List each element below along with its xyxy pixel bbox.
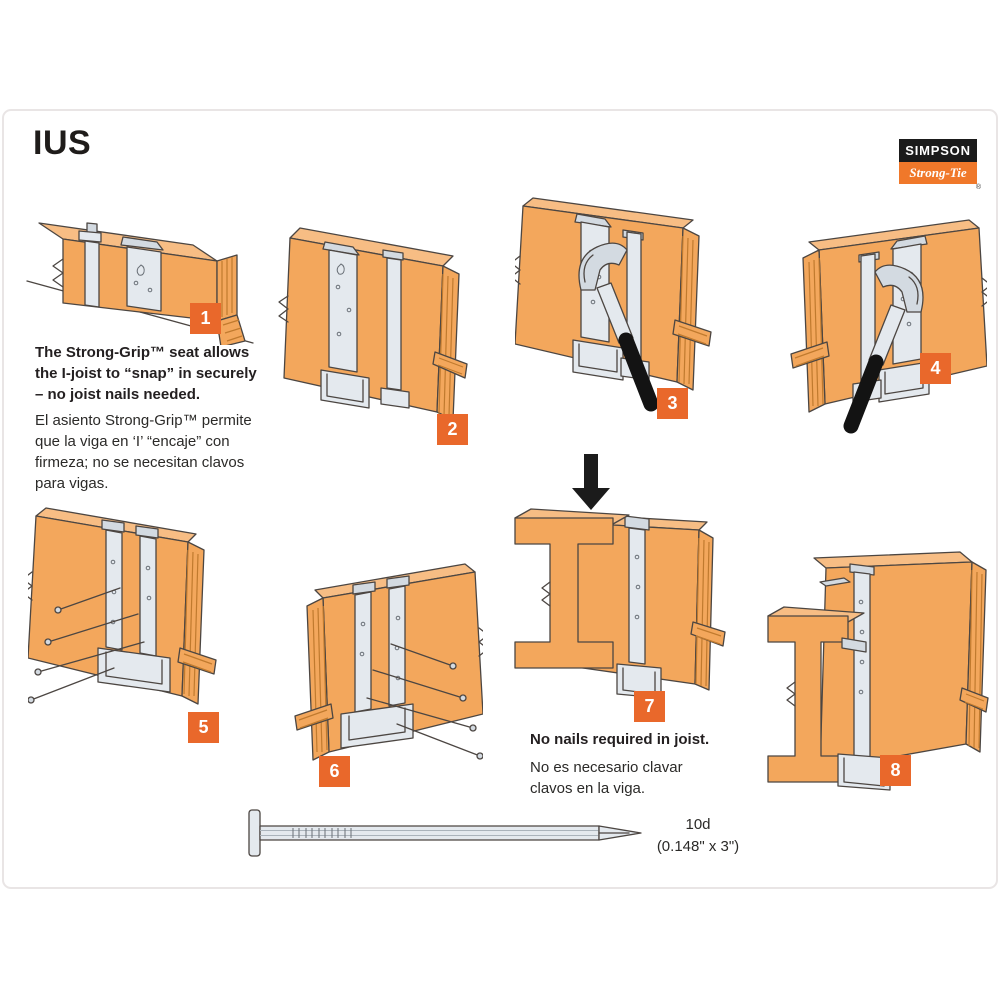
logo-strongtie-bar: Strong-Tie [899,162,977,184]
down-arrow-icon [572,454,610,510]
registered-mark: ® [975,184,981,191]
step8-illustration [767,551,989,791]
step-badge-1: 1 [190,303,221,334]
page-title: IUS [33,124,92,162]
step4-illustration [790,219,987,434]
nail-illustration [248,809,642,857]
step7-illustration [514,454,726,699]
nail-ridges [292,828,352,838]
step-badge-7: 7 [634,691,665,722]
step6-illustration [294,563,483,761]
nail-size: 10d [685,816,711,833]
step-badge-6: 6 [319,756,350,787]
nail-dimensions: (0.148" x 3") [656,838,740,855]
step-badge-4: 4 [920,353,951,384]
step5-illustration [28,507,217,705]
step2-illustration [278,227,468,421]
nail-size-label: 10d (0.148" x 3") [628,814,768,858]
caption-seat-english: The Strong-Grip™ seat allows the I-joist… [35,344,257,403]
step-badge-2: 2 [437,414,468,445]
step5-nails [28,587,145,704]
step-badge-8: 8 [880,755,911,786]
simpson-strong-tie-logo: SIMPSON Strong-Tie ® [899,139,981,191]
step3-illustration [515,197,712,412]
step-badge-5: 5 [188,712,219,743]
caption-nonails-english: No nails required in joist. [530,731,710,748]
caption-seat-spanish: El asiento Strong-Grip™ permite que la v… [35,412,252,492]
caption-nonails-spanish: No es necesario clavar clavos en la viga… [530,759,683,797]
step-badge-3: 3 [657,388,688,419]
step3-hammer [578,242,659,412]
logo-simpson-bar: SIMPSON [899,139,977,162]
